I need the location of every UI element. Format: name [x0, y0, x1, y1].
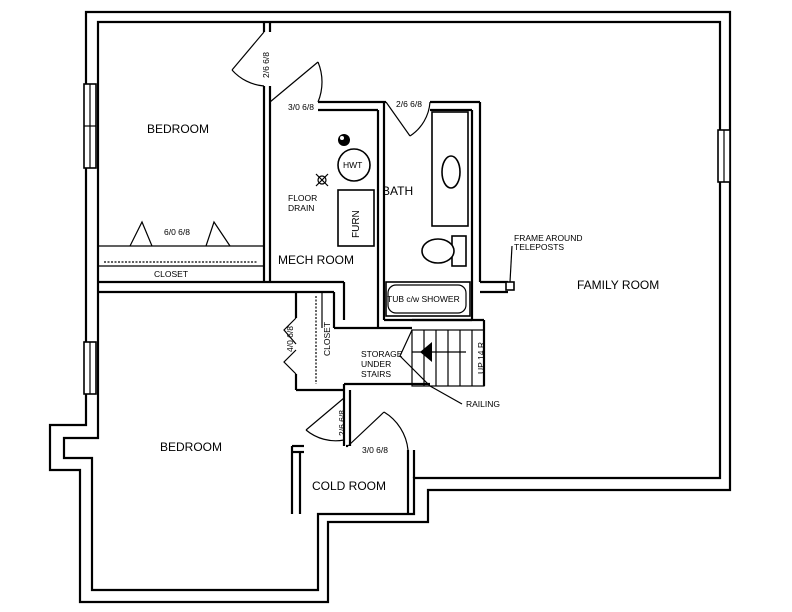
fixture-floor-drain-symbol: [338, 134, 350, 146]
door-mech-room[interactable]: [269, 61, 323, 103]
label-storage-2: UNDER: [361, 359, 391, 369]
door-bedroom-upper[interactable]: [231, 31, 265, 87]
label-stairs: UP 14 R: [476, 342, 486, 374]
label-bedroom-lower: BEDROOM: [160, 440, 222, 454]
telepost-icon: [505, 281, 515, 291]
label-floor-drain-1: FLOOR: [288, 193, 317, 203]
label-closet-side: CLOSET: [322, 322, 332, 356]
label-door-storage: 2/6 6/8: [337, 410, 347, 436]
label-closet-upper: CLOSET: [154, 269, 188, 279]
label-tub: TUB c/w SHOWER: [387, 294, 460, 304]
label-railing: RAILING: [466, 399, 500, 409]
floor-drain-icon: [315, 173, 329, 187]
door-storage[interactable]: [305, 397, 345, 442]
closet-upper: [98, 245, 264, 267]
label-teleposts-2: TELEPOSTS: [514, 242, 564, 252]
label-door-mech: 3/0 6/8: [288, 102, 314, 112]
label-storage-3: STAIRS: [361, 369, 391, 379]
label-floor-drain-2: DRAIN: [288, 203, 314, 213]
stair-arrow-icon: [420, 342, 432, 362]
label-furn: FURN: [351, 210, 362, 238]
label-hwt: HWT: [343, 160, 362, 170]
label-mech-room: MECH ROOM: [278, 253, 354, 267]
bifold-closet-side[interactable]: [283, 317, 297, 375]
door-cold-room[interactable]: [347, 411, 409, 451]
label-bifold-upper: 6/0 6/8: [164, 227, 190, 237]
label-teleposts-1: FRAME AROUND: [514, 233, 582, 243]
tub: [385, 281, 471, 317]
hwt: [337, 148, 371, 182]
sink: [441, 155, 461, 189]
toilet-bowl: [421, 238, 455, 264]
bifold-closet-upper[interactable]: [129, 220, 231, 247]
label-family-room: FAMILY ROOM: [577, 278, 659, 292]
stairs: [399, 329, 485, 387]
furnace: [337, 189, 375, 247]
label-door-cold-room: 3/0 6/8: [362, 445, 388, 455]
label-bath: BATH: [382, 184, 413, 198]
label-cold-room: COLD ROOM: [312, 479, 386, 493]
door-bath[interactable]: [385, 101, 431, 137]
label-door-bedroom-upper: 2/6 6/8: [261, 52, 271, 78]
label-storage-1: STORAGE: [361, 349, 403, 359]
label-bedroom-upper: BEDROOM: [147, 122, 209, 136]
exterior-walls: [48, 10, 732, 604]
label-door-bath: 2/6 6/8: [396, 99, 422, 109]
label-bifold-side: 4/0 6/8: [285, 326, 295, 352]
windows: [83, 83, 731, 395]
closet-side: [315, 292, 323, 384]
